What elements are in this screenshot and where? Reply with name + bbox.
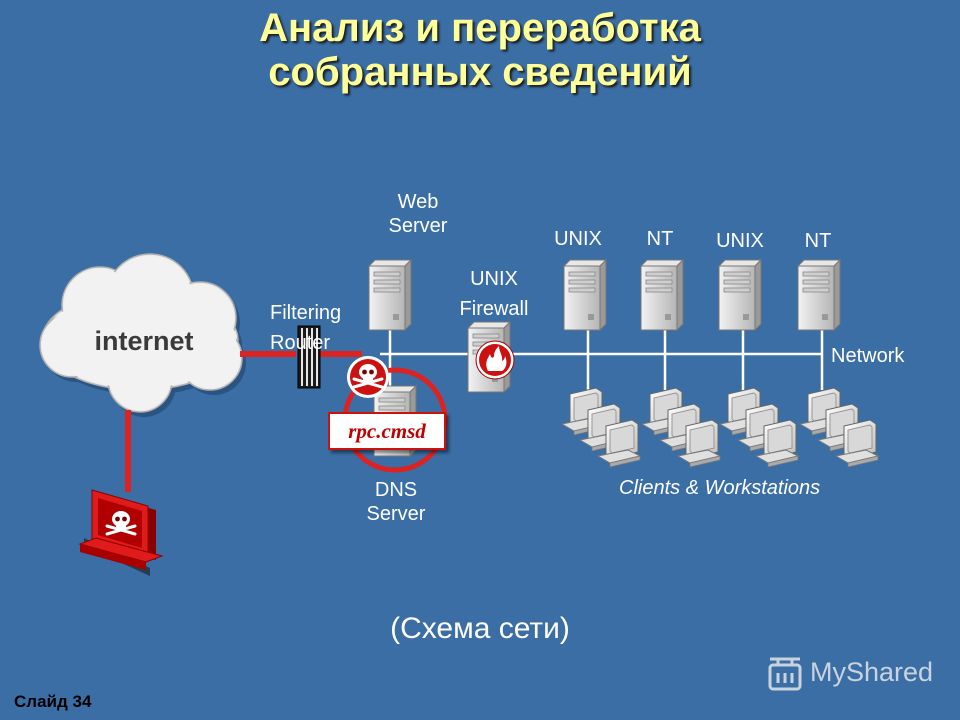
title-line-1: Анализ и переработка (259, 6, 701, 50)
unix-server-1-icon (563, 259, 607, 331)
server-label-nt-2: NT (804, 230, 832, 252)
watermark: MyShared (810, 657, 934, 687)
filtering-router-label: Filtering Router (270, 302, 342, 354)
server-label-unix-2: UNIX (716, 230, 764, 252)
server-label-nt-1: NT (646, 228, 674, 250)
slide-title: Анализ и переработка собранных сведений (0, 6, 960, 94)
unix-server-2-icon (718, 259, 762, 331)
network-label: Network (831, 345, 905, 367)
workstation-group-4-icon (799, 387, 879, 468)
internet-cloud-icon (39, 253, 246, 417)
web-server-label: Web Server (388, 191, 448, 237)
filtering-router-icon (297, 325, 321, 389)
dns-server-label: DNS Server (366, 479, 426, 525)
attack-path (125, 351, 362, 492)
title-line-2: собранных сведений (268, 50, 692, 94)
internet-label: internet (94, 326, 193, 356)
attacker-computer-icon (78, 489, 164, 576)
web-server-icon (368, 259, 412, 331)
nt-server-1-icon (640, 259, 684, 331)
clients-workstations-label: Clients & Workstations (619, 477, 821, 499)
firewall-label: UNIX Firewall (459, 268, 529, 320)
myshared-logo-icon (768, 657, 802, 691)
rpc-cmsd-label: rpc.cmsd (328, 412, 446, 450)
server-label-unix-1: UNIX (554, 228, 602, 250)
workstation-group-3-icon (719, 387, 799, 468)
firewall-server-icon (467, 321, 515, 393)
skull-badge-icon (347, 356, 389, 398)
workstation-group-2-icon (641, 387, 721, 468)
workstation-group-1-icon (561, 387, 641, 468)
nt-server-2-icon (797, 259, 841, 331)
diagram-caption: (Схема сети) (390, 612, 570, 645)
network-backbone (380, 330, 824, 390)
slide-number: Слайд 34 (14, 692, 92, 711)
